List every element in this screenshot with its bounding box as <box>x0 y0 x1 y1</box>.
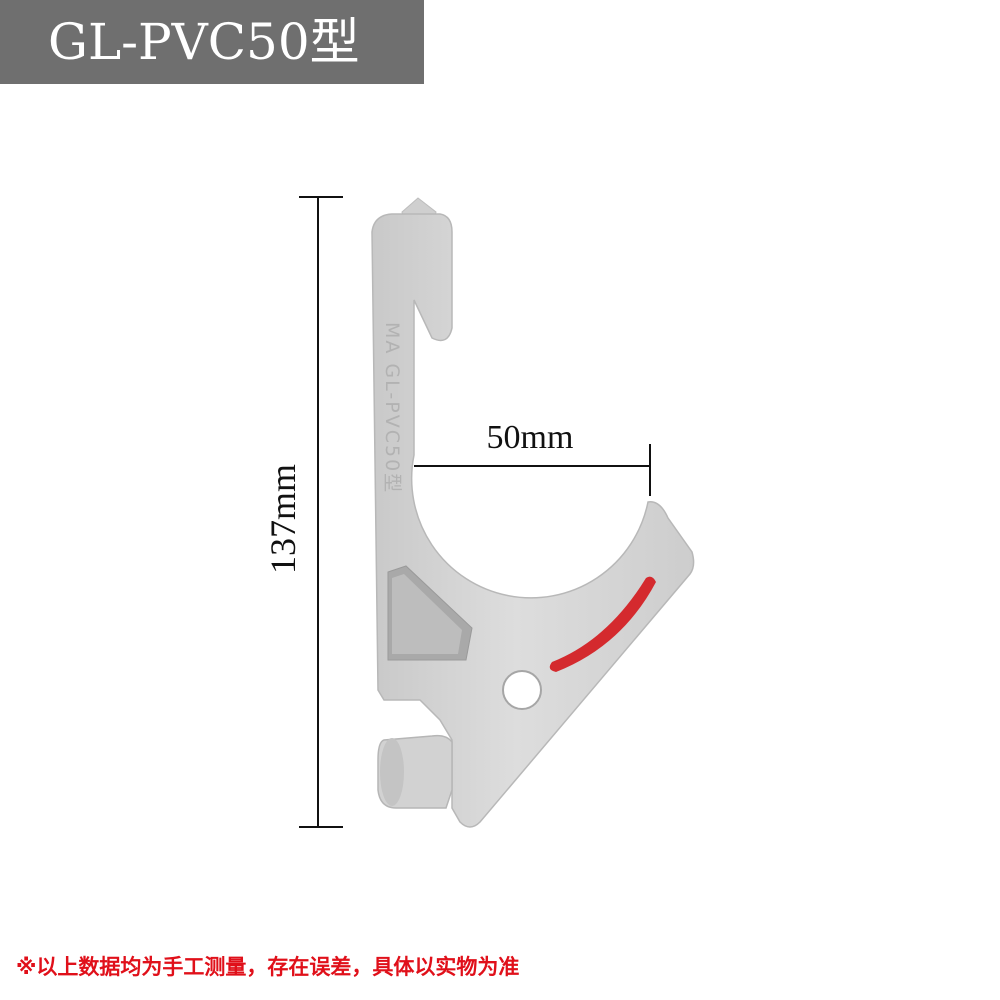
title-banner: GL-PVC50型 <box>0 0 424 84</box>
clip-body <box>371 213 695 828</box>
red-indicator-stripe <box>549 576 656 672</box>
product-title: GL-PVC50型 <box>48 13 360 71</box>
svg-text:MA GL-PVC50型: MA GL-PVC50型 <box>381 322 403 494</box>
clip-hole <box>502 670 542 710</box>
height-dimension-line <box>299 196 343 828</box>
height-dimension-label: 137mm <box>263 463 303 575</box>
width-dimension-label: 50mm <box>486 419 574 456</box>
measurement-disclaimer: ※以上数据均为手工测量，存在误差，具体以实物为准 <box>16 955 520 979</box>
width-dimension-line <box>414 444 651 496</box>
pipe-clip <box>371 197 695 828</box>
